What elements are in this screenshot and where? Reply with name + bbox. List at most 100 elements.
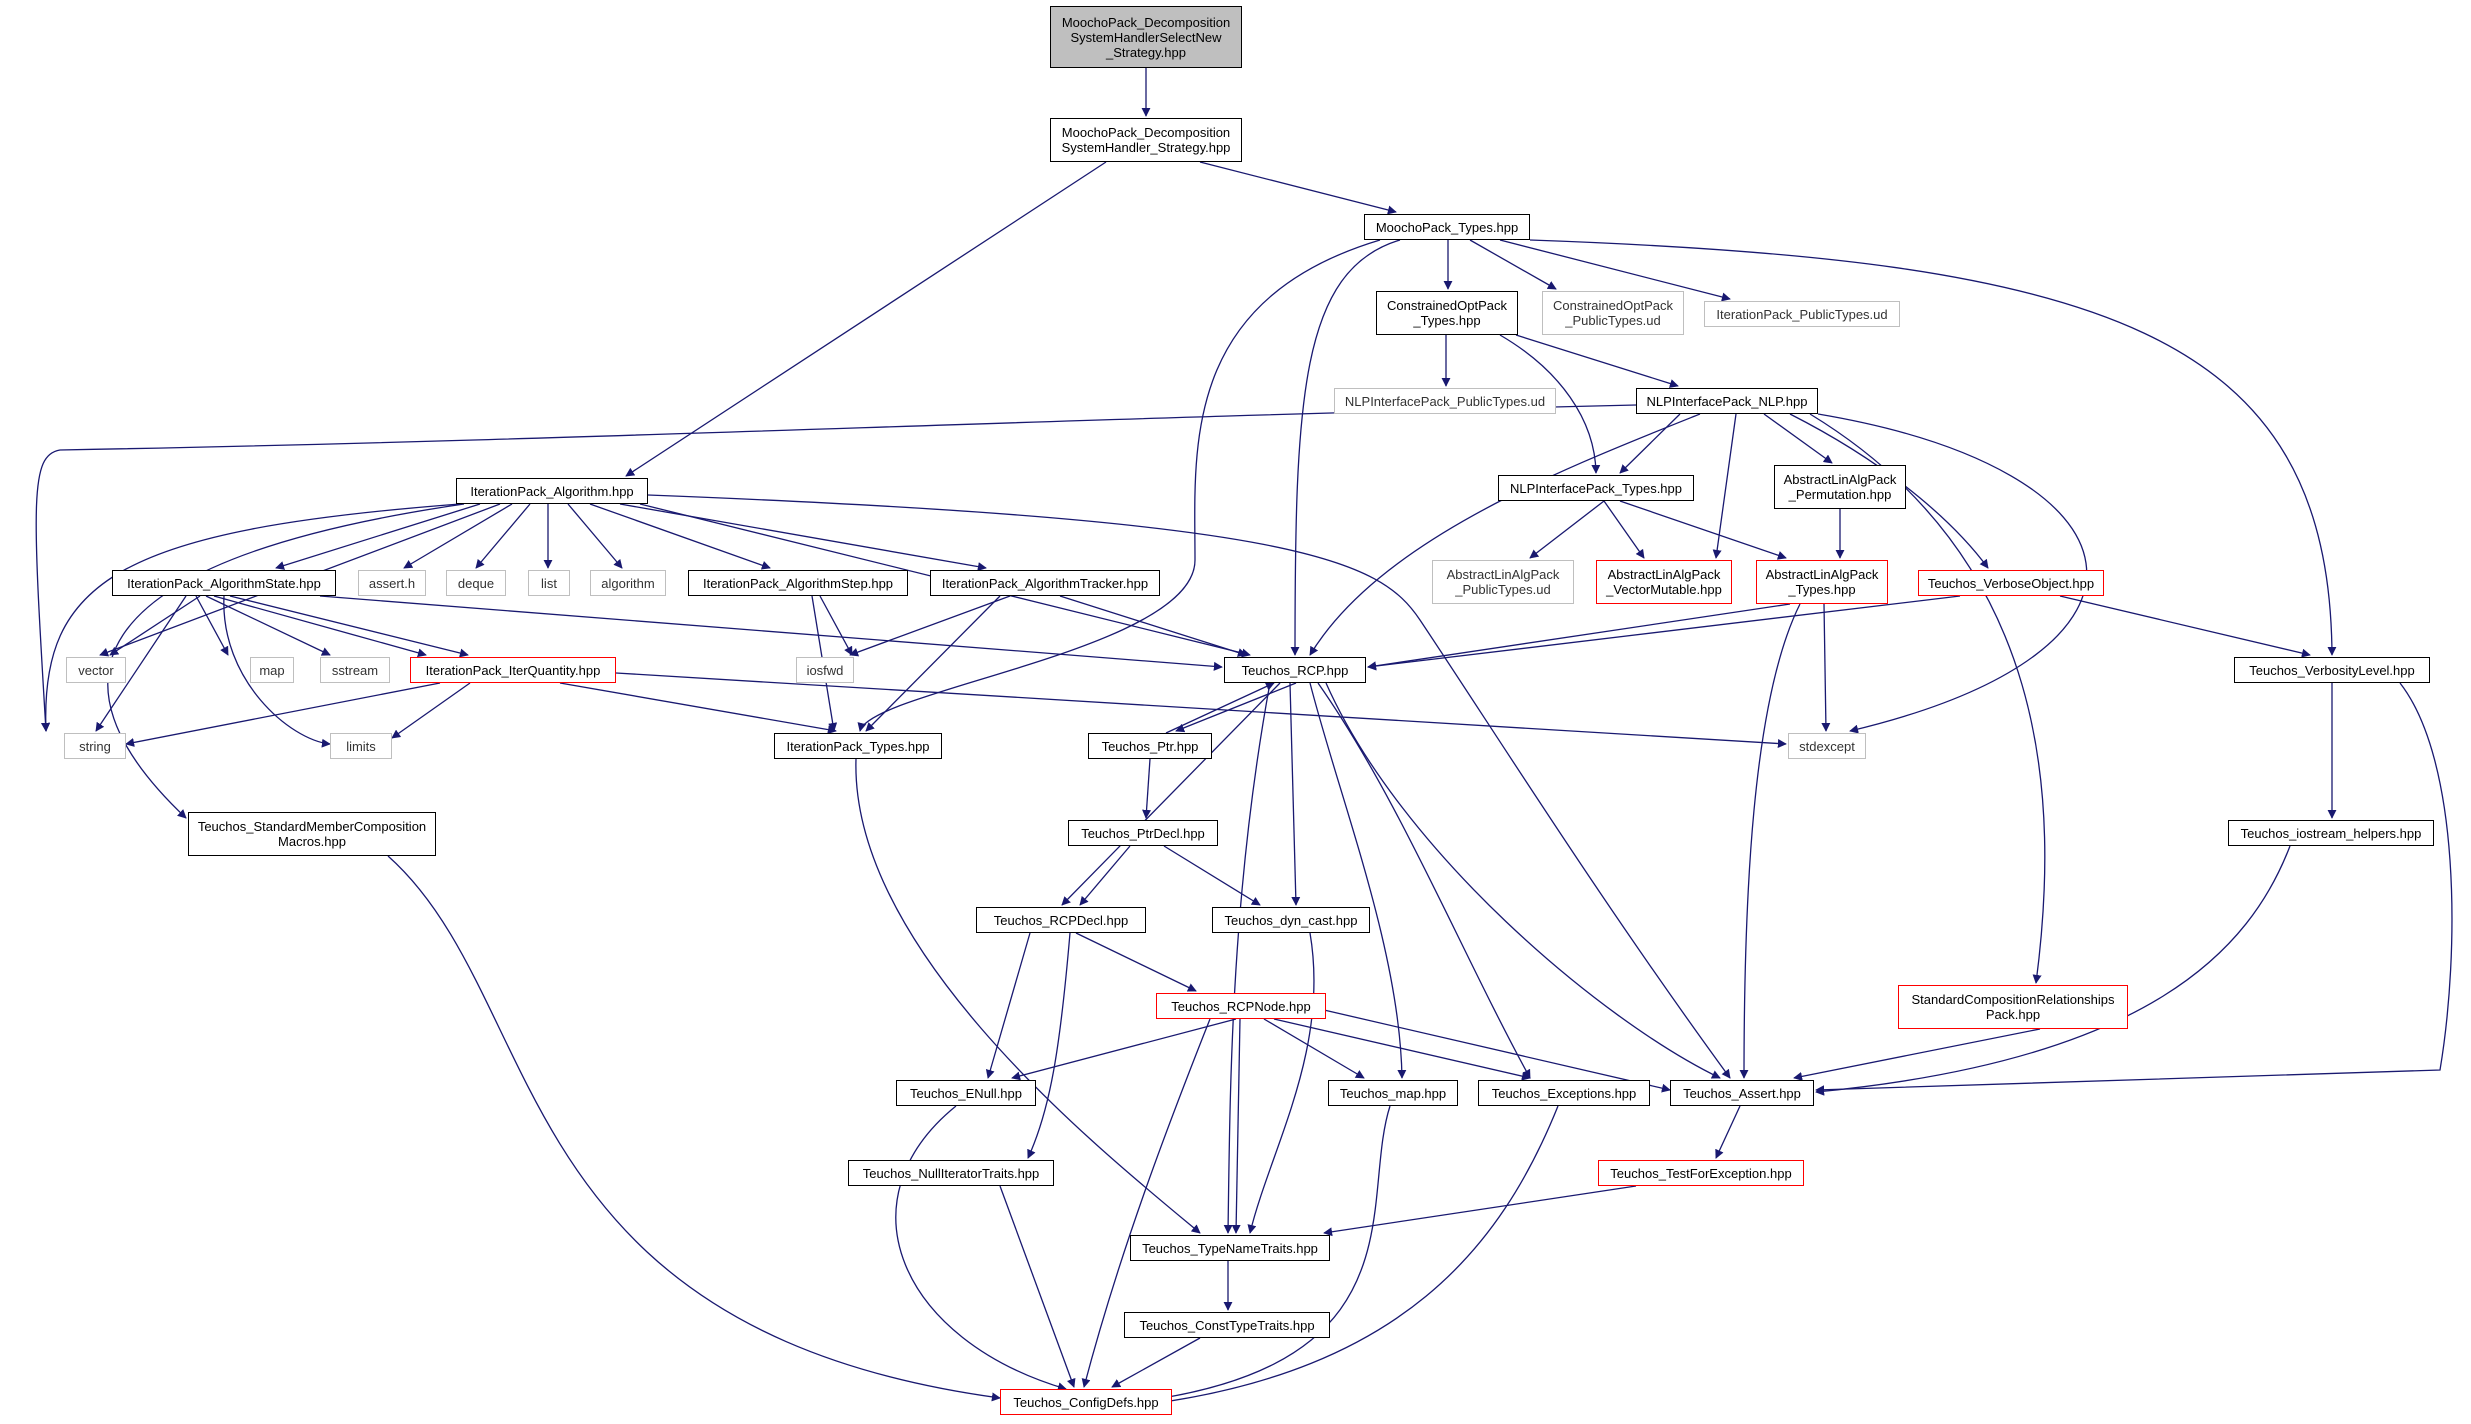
node-teuchos-verbositylevel[interactable]: Teuchos_VerbosityLevel.hpp — [2234, 657, 2430, 683]
dependency-edge — [1175, 682, 1297, 733]
dependency-edge — [275, 503, 481, 570]
dependency-edge — [1142, 758, 1152, 819]
node-abstractlinalgpack-permutation[interactable]: AbstractLinAlgPack _Permutation.hpp — [1774, 465, 1906, 509]
dependency-edge — [1367, 603, 1791, 671]
node-teuchos-testforexception[interactable]: Teuchos_TestForException.hpp — [1598, 1160, 1804, 1186]
node-constrainedoptpack-types[interactable]: ConstrainedOptPack _Types.hpp — [1376, 291, 1518, 335]
dependency-edge — [625, 161, 1107, 477]
dependency-edge — [985, 932, 1031, 1079]
dependency-edge — [1079, 845, 1131, 906]
node-algorithm[interactable]: algorithm — [590, 570, 666, 596]
node-select-new-strategy[interactable]: MoochoPack_Decomposition SystemHandlerSe… — [1050, 6, 1242, 68]
node-iterationpack-algorithm[interactable]: IterationPack_Algorithm.hpp — [456, 478, 648, 504]
dependency-edge — [213, 595, 427, 658]
node-sstream[interactable]: sstream — [320, 657, 390, 683]
node-abstractlinalgpack-vectormutable[interactable]: AbstractLinAlgPack _VectorMutable.hpp — [1596, 560, 1732, 604]
node-teuchos-map[interactable]: Teuchos_map.hpp — [1328, 1080, 1458, 1106]
node-handler-strategy[interactable]: MoochoPack_Decomposition SystemHandler_S… — [1050, 118, 1242, 162]
node-teuchos-rcpnode[interactable]: Teuchos_RCPNode.hpp — [1156, 993, 1326, 1019]
node-nlpinterfacepack-nlp[interactable]: NLPInterfacePack_NLP.hpp — [1636, 388, 1818, 414]
dependency-edge — [619, 503, 987, 572]
node-list[interactable]: list — [528, 570, 570, 596]
dependency-edge — [615, 672, 1787, 749]
node-iterationpack-types[interactable]: IterationPack_Types.hpp — [774, 733, 942, 759]
dependency-edge — [1081, 1018, 1211, 1388]
node-teuchos-ptr[interactable]: Teuchos_Ptr.hpp — [1088, 733, 1212, 759]
node-teuchos-configdefs[interactable]: Teuchos_ConfigDefs.hpp — [1000, 1389, 1172, 1415]
dependency-edge — [1075, 932, 1197, 992]
node-vector[interactable]: vector — [66, 657, 126, 683]
dependency-edge — [1317, 682, 1531, 1079]
node-iterationpack-algorithmtracker[interactable]: IterationPack_AlgorithmTracker.hpp — [930, 570, 1160, 596]
node-teuchos-verboseobject[interactable]: Teuchos_VerboseObject.hpp — [1918, 570, 2104, 596]
node-iterationpack-algorithmstate[interactable]: IterationPack_AlgorithmState.hpp — [112, 570, 336, 596]
node-nlpinterfacepack-publictypes[interactable]: NLPInterfacePack_PublicTypes.ud — [1334, 388, 1556, 414]
dependency-edge — [1712, 413, 1737, 559]
node-iosfwd[interactable]: iosfwd — [796, 657, 854, 683]
dependency-edge — [849, 595, 1011, 657]
node-stdexcept[interactable]: stdexcept — [1788, 733, 1866, 759]
dependency-edge — [1763, 413, 1833, 464]
dependency-edge — [1111, 1337, 1201, 1388]
dependency-edge — [1290, 239, 1401, 656]
dependency-edge — [95, 595, 187, 732]
node-abstractlinalgpack-publictypes[interactable]: AbstractLinAlgPack _PublicTypes.ud — [1432, 560, 1574, 604]
node-abstractlinalgpack-types[interactable]: AbstractLinAlgPack _Types.hpp — [1756, 560, 1888, 604]
dependency-edge — [819, 595, 853, 656]
node-teuchos-iostream-helpers[interactable]: Teuchos_iostream_helpers.hpp — [2228, 820, 2434, 846]
node-teuchos-consttypetraits[interactable]: Teuchos_ConstTypeTraits.hpp — [1124, 1312, 1330, 1338]
node-iterationpack-iterquantity[interactable]: IterationPack_IterQuantity.hpp — [410, 657, 616, 683]
dependency-edge — [1323, 1185, 1637, 1237]
node-limits[interactable]: limits — [330, 733, 392, 759]
dependency-edge — [1817, 413, 2088, 734]
node-teuchos-nulliteratortraits[interactable]: Teuchos_NullIteratorTraits.hpp — [848, 1160, 1054, 1186]
dependency-edge — [1263, 1018, 1365, 1079]
node-teuchos-exceptions[interactable]: Teuchos_Exceptions.hpp — [1478, 1080, 1650, 1106]
node-teuchos-assert[interactable]: Teuchos_Assert.hpp — [1670, 1080, 1814, 1106]
node-standardcompositionrelationships[interactable]: StandardCompositionRelationships Pack.hp… — [1898, 985, 2128, 1029]
dependency-edge — [35, 404, 1637, 732]
node-teuchos-enull[interactable]: Teuchos_ENull.hpp — [896, 1080, 1036, 1106]
node-assert-h[interactable]: assert.h — [358, 570, 426, 596]
node-teuchos-ptrdecl[interactable]: Teuchos_PtrDecl.hpp — [1068, 820, 1218, 846]
node-teuchos-standardmembercomposition[interactable]: Teuchos_StandardMemberComposition Macros… — [188, 812, 436, 856]
dependency-edge — [2059, 595, 2311, 658]
node-teuchos-rcp[interactable]: Teuchos_RCP.hpp — [1224, 657, 1366, 683]
dependency-edge — [1821, 603, 1831, 732]
dependency-edge — [1529, 239, 2337, 656]
dependency-edge — [1815, 845, 2291, 1096]
dependency-edge — [647, 494, 1731, 1079]
dependency-edge — [567, 503, 623, 569]
dependency-edge — [895, 1105, 1067, 1392]
dependency-edge — [223, 595, 331, 748]
node-moochopack-types[interactable]: MoochoPack_Types.hpp — [1364, 214, 1530, 240]
dependency-edge — [1529, 500, 1605, 559]
dependency-edge — [319, 595, 1223, 671]
dependency-edge — [1309, 682, 1407, 1079]
dependency-edge — [1793, 1028, 2041, 1081]
dependency-edge — [1273, 1018, 1531, 1081]
dependency-edge — [1739, 603, 1801, 1079]
node-nlpinterfacepack-types[interactable]: NLPInterfacePack_Types.hpp — [1498, 475, 1694, 501]
node-constrainedoptpack-publictypes[interactable]: ConstrainedOptPack _PublicTypes.ud — [1542, 291, 1684, 335]
dependency-edge — [1715, 1105, 1741, 1159]
dependency-edge — [387, 855, 1001, 1402]
dependency-edge — [1059, 595, 1247, 657]
node-teuchos-typenametraits[interactable]: Teuchos_TypeNameTraits.hpp — [1130, 1235, 1330, 1261]
node-map[interactable]: map — [250, 657, 294, 683]
dependency-edge — [403, 503, 513, 569]
node-string[interactable]: string — [64, 733, 126, 759]
node-iterationpack-algorithmstep[interactable]: IterationPack_AlgorithmStep.hpp — [688, 570, 908, 596]
dependency-edge — [1323, 1009, 1671, 1093]
dependency-edge — [1325, 682, 1721, 1079]
node-deque[interactable]: deque — [446, 570, 506, 596]
node-iterationpack-publictypes[interactable]: IterationPack_PublicTypes.ud — [1704, 301, 1900, 327]
dependency-edge — [109, 595, 201, 656]
node-teuchos-dyn-cast[interactable]: Teuchos_dyn_cast.hpp — [1212, 907, 1370, 933]
dependency-edge — [589, 503, 771, 570]
node-teuchos-rcpdecl[interactable]: Teuchos_RCPDecl.hpp — [976, 907, 1146, 933]
dependency-edge — [1149, 1105, 1391, 1404]
dependency-edge — [125, 682, 441, 747]
